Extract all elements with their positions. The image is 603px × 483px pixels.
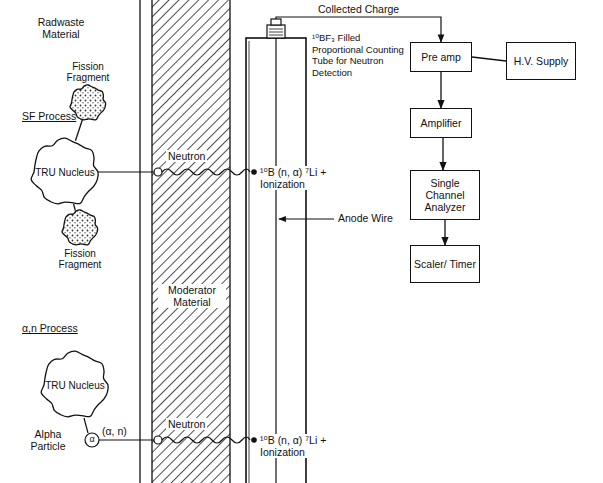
node-text: Pre amp [418, 51, 464, 63]
connector [75, 120, 82, 141]
node-text: Amplifier [418, 117, 465, 129]
moderator-label: Moderator Material [158, 284, 226, 308]
tube-connector [267, 25, 285, 38]
tube-wall [249, 41, 250, 483]
nucleus-outline [61, 209, 99, 247]
connector [444, 220, 445, 245]
connector-ridges [269, 29, 283, 35]
capture-dot [251, 169, 257, 175]
process-box: Pre amp [410, 42, 472, 72]
tru-nucleus: TRU Nucleus [43, 353, 107, 417]
neutron-path [97, 171, 154, 172]
process-heading: SF Process [22, 110, 76, 122]
tru-nucleus: TRU Nucleus [33, 140, 97, 204]
connector [440, 72, 441, 108]
part-label: Anode Wire [338, 212, 400, 224]
alpha-particle-symbol [85, 433, 99, 447]
connector [74, 204, 76, 211]
blob-shape [62, 210, 98, 245]
neutron-wave [162, 169, 250, 175]
node-text: Scaler/ Timer [411, 258, 479, 270]
neutron-symbol [154, 168, 162, 176]
tube-label: ¹⁰BF₃ Filled Proportional Counting Tube … [312, 32, 404, 78]
process-box: Single Channel Analyzer [410, 170, 480, 220]
node-text: TRU Nucleus [33, 167, 97, 178]
leader-line [279, 218, 334, 219]
node-text: H.V. Supply [511, 55, 571, 67]
particle-label: Neutron [166, 150, 207, 162]
fission-fragment: Fission Fragment [63, 211, 97, 245]
alpha-path [84, 418, 88, 433]
neutron-wave [162, 437, 250, 443]
connector-cap [271, 19, 281, 25]
node-text: Single Channel Analyzer [411, 177, 479, 213]
node-text: Fission Fragment [60, 61, 116, 83]
wire-label: Collected Charge [318, 3, 399, 15]
reaction-label: (α, n) [102, 425, 127, 437]
node-text: TRU Nucleus [43, 380, 107, 391]
neutron-path [99, 439, 154, 440]
blob-shape [41, 351, 108, 417]
connector [442, 138, 443, 170]
particle-label: Alpha Particle [22, 428, 74, 452]
detector-tube [246, 38, 306, 483]
neutron-symbol [154, 436, 162, 444]
anode-wire [275, 38, 276, 483]
reaction-label: ¹⁰B (n, α) ⁷Li + Ionization [258, 166, 336, 190]
reaction-label: ¹⁰B (n, α) ⁷Li + Ionization [258, 434, 336, 458]
moderator-band [152, 0, 230, 483]
process-box: Scaler/ Timer [410, 245, 480, 283]
capture-dot [251, 437, 257, 443]
process-heading: α,n Process [22, 322, 78, 334]
alpha-symbol: α [85, 434, 99, 445]
connector [472, 57, 506, 61]
process-box: Amplifier [410, 108, 472, 138]
particle-label: Neutron [166, 418, 207, 430]
region-label: Radwaste Material [30, 16, 92, 40]
blob-shape [31, 138, 98, 204]
radwaste-boundary [139, 0, 140, 483]
process-box: H.V. Supply [506, 42, 576, 80]
node-text: Fission Fragment [52, 248, 108, 270]
